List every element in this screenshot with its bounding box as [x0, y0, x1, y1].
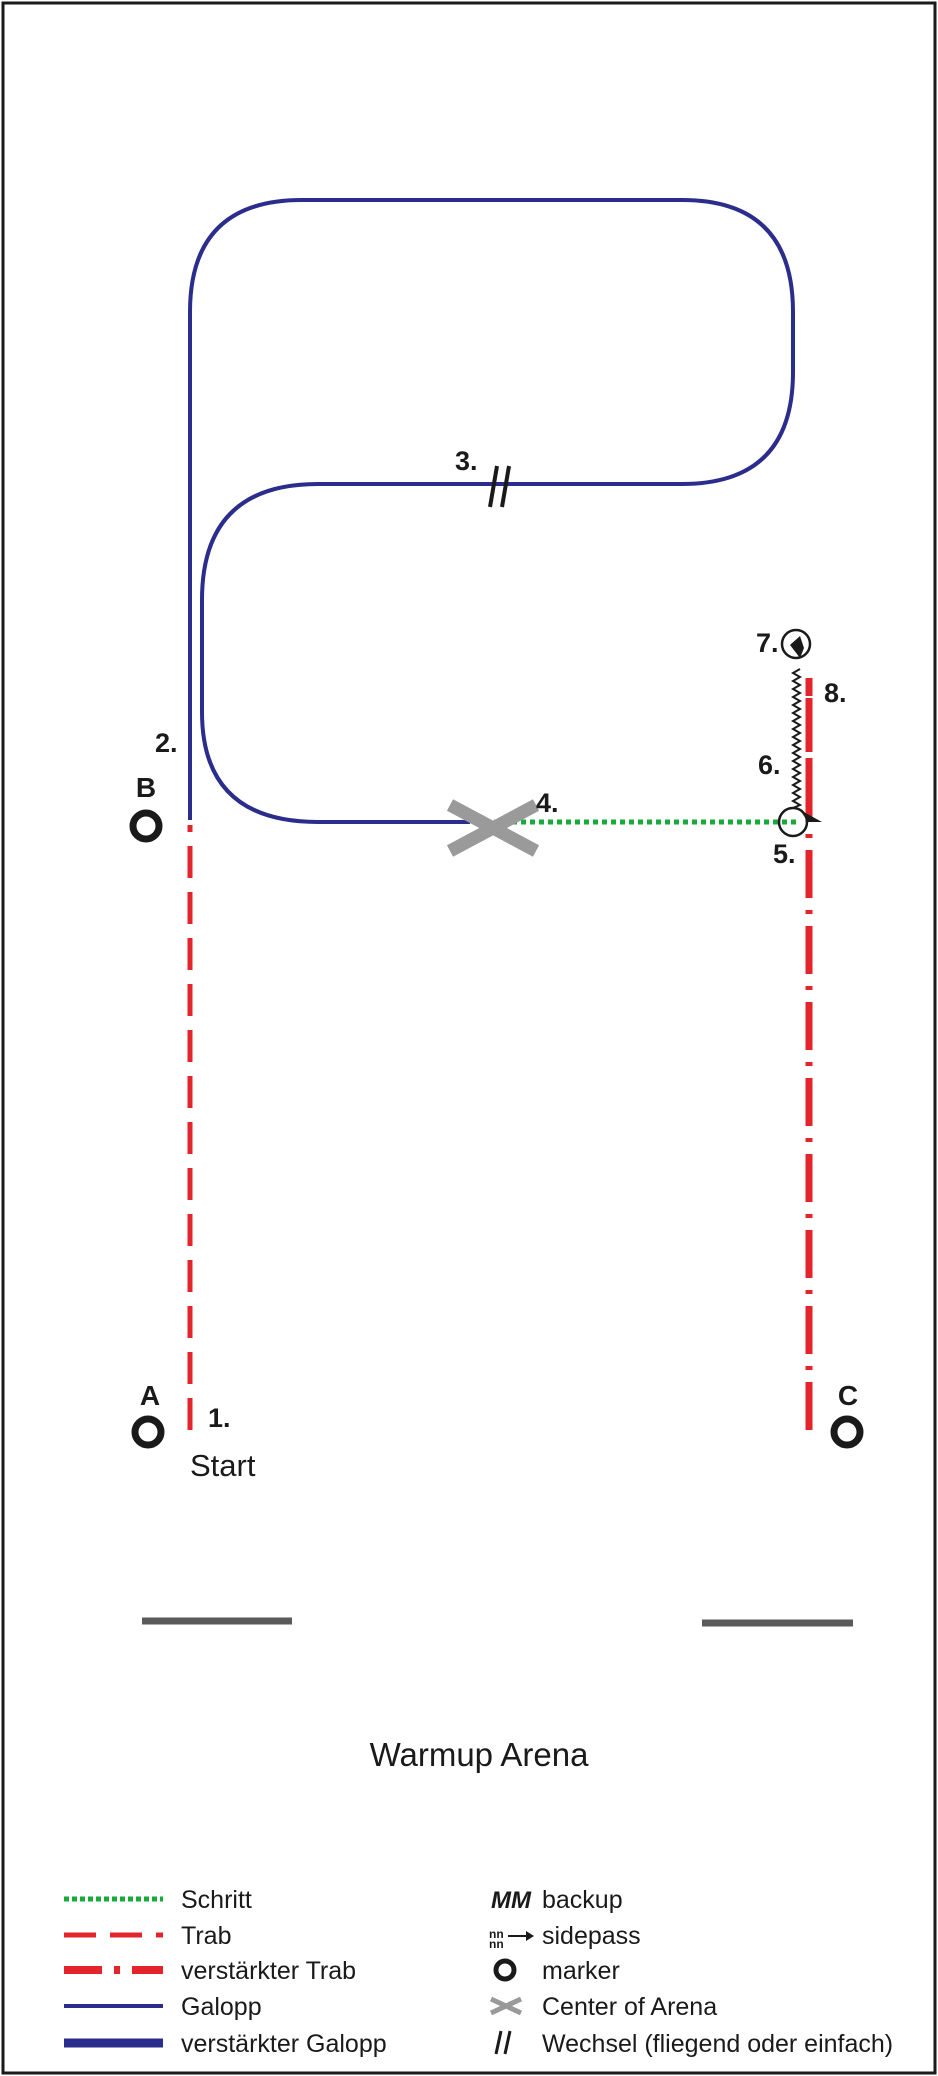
backup-icon: MM [491, 1887, 532, 1914]
legend-label-lope: Galopp [181, 1993, 262, 2021]
center-x-icon [446, 799, 540, 857]
step-2-label: 2. [155, 728, 178, 758]
start-label: Start [190, 1448, 256, 1483]
legend-label-trot: Trab [181, 1922, 231, 1950]
legend-label-lead-change: Wechsel (fliegend oder einfach) [542, 2030, 893, 2058]
marker-a-label: A [140, 1380, 160, 1411]
legend-center-x-icon [489, 1996, 523, 2016]
legend-label-extended-trot: verstärkter Trab [181, 1957, 356, 1985]
legend-label-extended-lope: verstärkter Galopp [181, 2030, 387, 2058]
marker-b [129, 809, 163, 843]
svg-text:nn: nn [489, 1937, 504, 1951]
step-1-label: 1. [208, 1403, 231, 1433]
marker-a [131, 1415, 165, 1449]
turn-arrow-5 [800, 810, 822, 822]
backup-zigzag [790, 668, 803, 809]
marker-c-label: C [838, 1380, 858, 1411]
legend-label-center: Center of Arena [542, 1993, 717, 2021]
step-6-label: 6. [758, 750, 781, 780]
step-5-label: 5. [773, 839, 796, 869]
legend-right: MM backup nn nn sidepass marker Center o… [489, 1886, 893, 2058]
marker-c [830, 1415, 864, 1449]
legend-label-walk: Schritt [181, 1886, 252, 1914]
turn-circle-5 [777, 806, 809, 838]
turn-circle-7 [780, 628, 812, 660]
warmup-label: Warmup Arena [370, 1736, 590, 1773]
legend-label-sidepass: sidepass [542, 1922, 641, 1950]
sidepass-icon: nn nn [489, 1927, 534, 1951]
step-7-label: 7. [756, 628, 779, 658]
legend-label-marker: marker [542, 1957, 620, 1985]
step-4-label: 4. [536, 788, 559, 818]
lope-path [188, 198, 795, 824]
marker-icon [493, 1958, 517, 1982]
lead-change-icon [494, 2030, 512, 2055]
marker-b-label: B [136, 772, 156, 803]
legend-label-backup: backup [542, 1886, 623, 1914]
step-3-label: 3. [455, 446, 478, 476]
svg-text:nn: nn [489, 1927, 504, 1941]
legend-left: Schritt Trab verstärkter Trab Galopp ver… [64, 1886, 387, 2058]
step-8-label: 8. [824, 678, 847, 708]
lead-change-mark [488, 465, 511, 508]
turn-arrow-7 [790, 636, 804, 658]
